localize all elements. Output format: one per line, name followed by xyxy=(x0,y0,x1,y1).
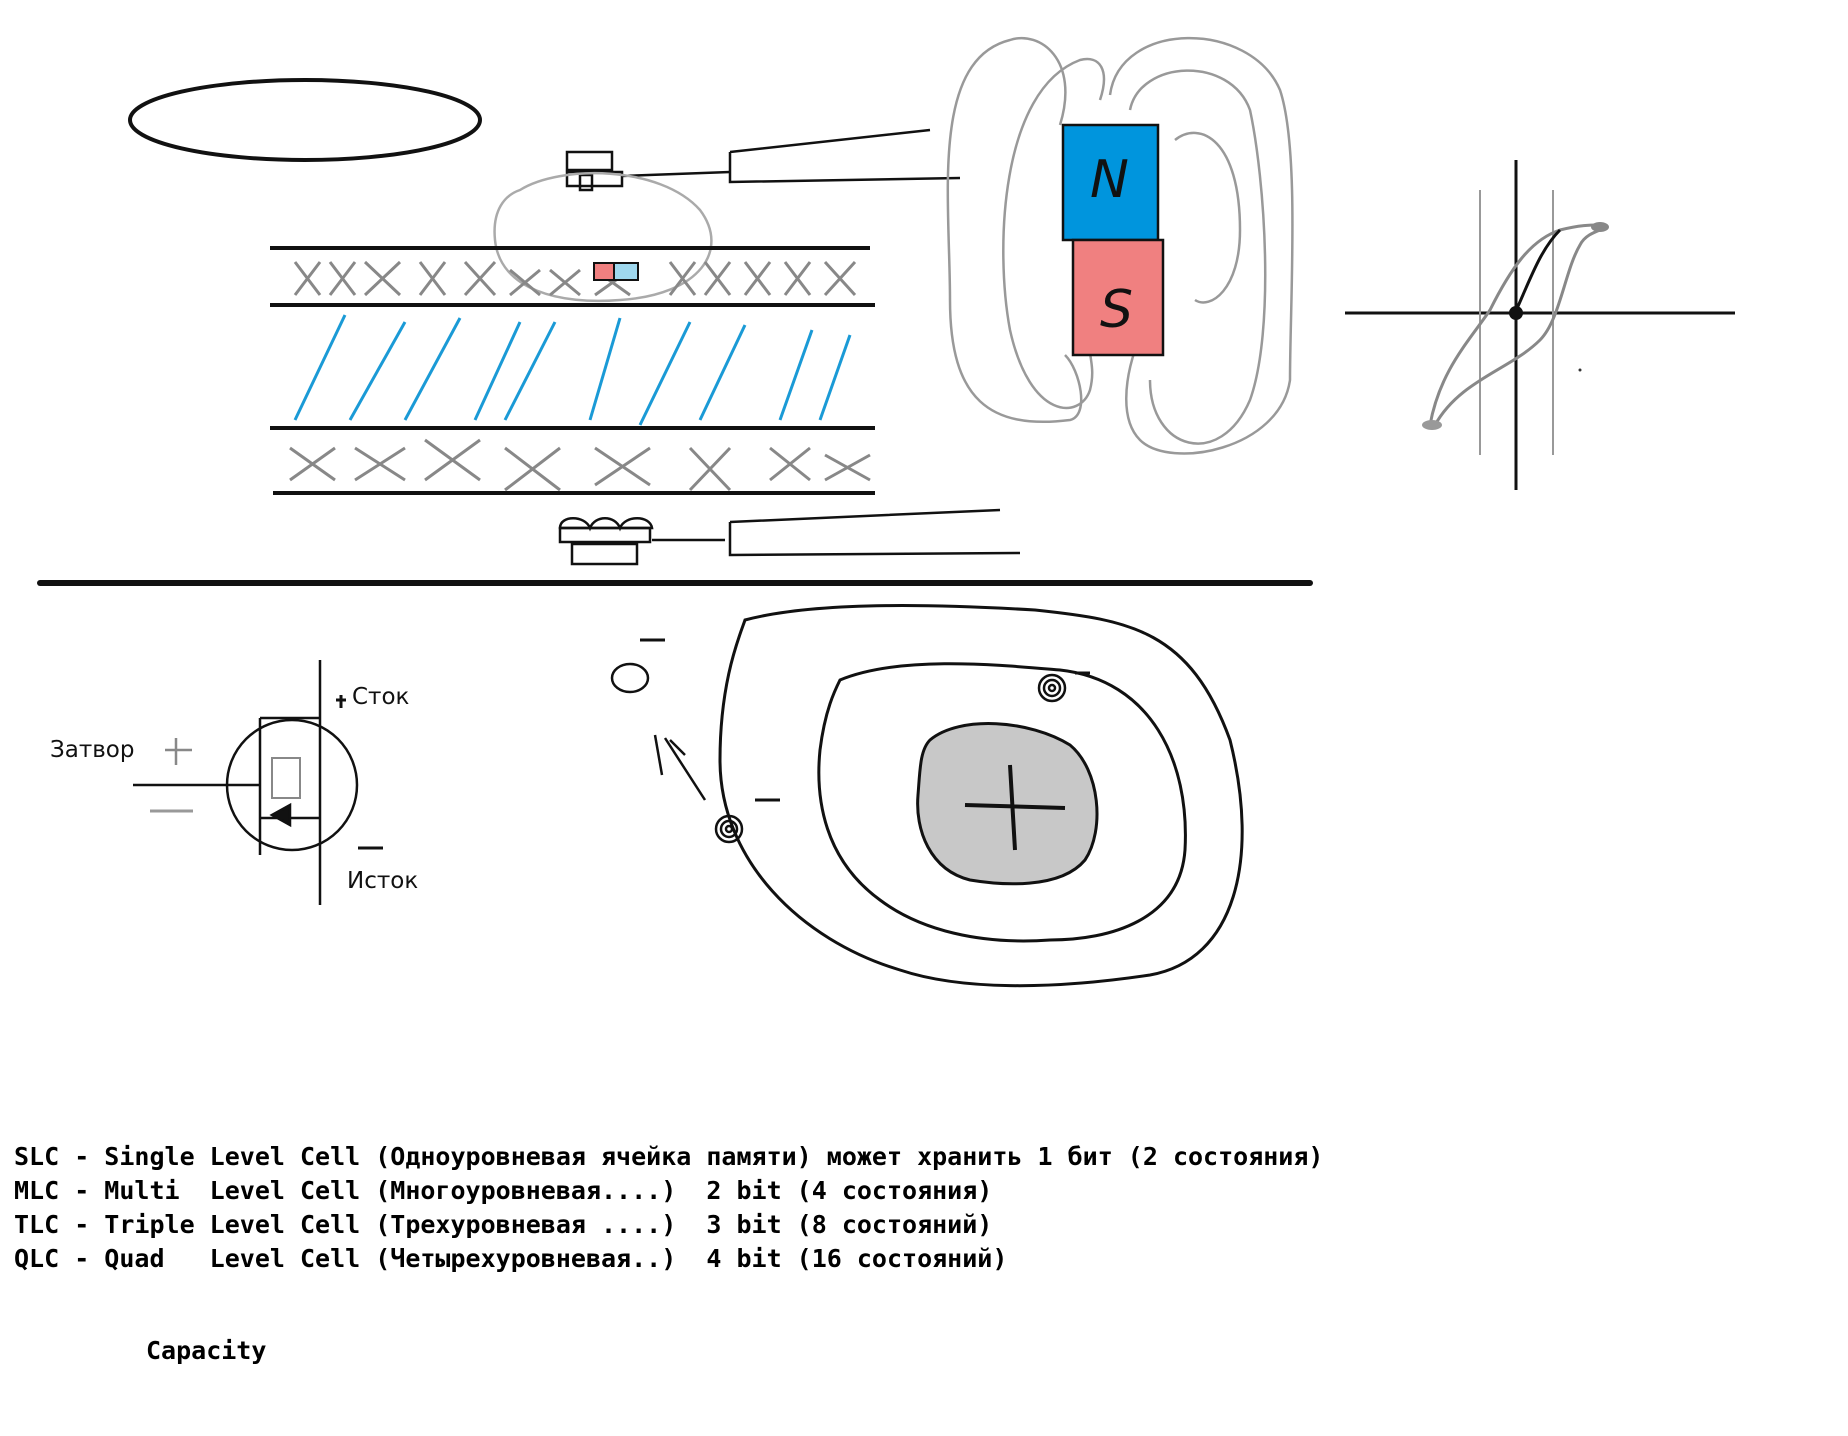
platter-layers xyxy=(270,248,875,493)
drain-label: Сток xyxy=(352,684,409,710)
mosfet-symbol xyxy=(133,660,383,905)
electron xyxy=(1039,675,1065,701)
magnetized-bit xyxy=(594,263,638,280)
substrate-stripes xyxy=(295,315,850,425)
hysteresis-plot xyxy=(1345,160,1735,490)
electron xyxy=(716,816,742,842)
disk-ellipse xyxy=(130,80,480,160)
cell-type-line: MLC - Multi Level Cell (Многоуровневая..… xyxy=(14,1174,992,1208)
magnet-south-label: S xyxy=(1100,280,1133,340)
gate-label: Затвор xyxy=(50,737,134,763)
upper-read-head xyxy=(567,130,960,190)
lower-read-head xyxy=(560,510,1020,564)
source-label: Исток xyxy=(347,868,418,894)
magnet-north-label: N xyxy=(1090,150,1129,210)
upper-magnetic-domains xyxy=(295,262,855,295)
lower-magnetic-domains xyxy=(290,440,870,490)
cell-type-line: SLC - Single Level Cell (Одноуровневая я… xyxy=(14,1140,1323,1174)
capacity-label: Capacity xyxy=(146,1334,266,1368)
cell-type-line: TLC - Triple Level Cell (Трехуровневая .… xyxy=(14,1208,992,1242)
motion-lines xyxy=(655,735,705,800)
free-electron xyxy=(612,664,648,692)
cell-type-line: QLC - Quad Level Cell (Четырехуровневая.… xyxy=(14,1242,1007,1276)
atom-model xyxy=(612,606,1242,986)
nucleus xyxy=(918,724,1097,884)
